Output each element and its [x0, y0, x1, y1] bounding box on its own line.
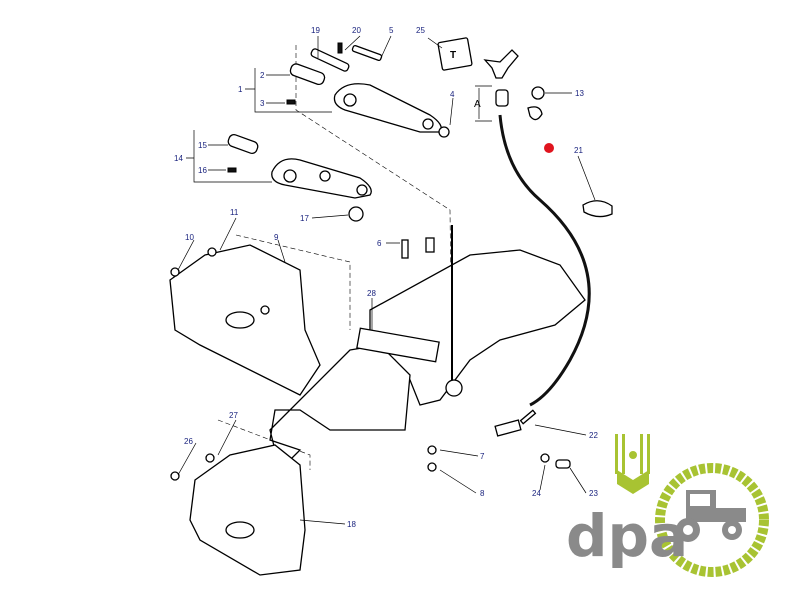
dpa-logo: dpa: [566, 434, 769, 577]
callout-18: 18: [347, 520, 356, 529]
callout-11: 11: [230, 208, 239, 217]
callout-22: 22: [589, 431, 598, 440]
callout-24: 24: [532, 489, 541, 498]
callout-23: 23: [589, 489, 598, 498]
tractor-icon: [676, 490, 746, 542]
callout-26: 26: [184, 437, 193, 446]
callout-25: 25: [416, 26, 425, 35]
callout-9: 9: [274, 233, 279, 242]
wheat-icon: [615, 434, 650, 494]
leader-lines: [177, 35, 596, 525]
small-hardware: [401, 239, 571, 472]
upper-lift-arm: [286, 42, 450, 138]
dimension-a: A: [474, 99, 481, 110]
logo-text: dpa: [566, 502, 688, 570]
callout-20: 20: [352, 26, 361, 35]
decal-symbol: T: [450, 50, 456, 61]
callout-16: 16: [198, 166, 207, 175]
callout-5: 5: [389, 26, 394, 35]
control-decal: T: [437, 37, 473, 71]
callout-2: 2: [260, 71, 265, 80]
callout-13: 13: [575, 89, 584, 98]
highlight-marker: [544, 143, 554, 153]
callout-17: 17: [300, 214, 309, 223]
callout-1: 1: [238, 85, 243, 94]
lower-lift-arm: [227, 133, 372, 222]
lower-bracket: [170, 444, 306, 576]
callout-19: 19: [311, 26, 320, 35]
callout-labels: 19 20 5 25 1 2 3 4 13 21 14 15 16 17 11 …: [174, 26, 598, 529]
callout-6: 6: [377, 239, 382, 248]
hitch-body: [269, 225, 586, 472]
upper-bracket: [169, 244, 321, 396]
callout-27: 27: [229, 411, 238, 420]
callout-21: 21: [574, 146, 583, 155]
callout-4: 4: [450, 90, 455, 99]
callout-14: 14: [174, 154, 183, 163]
callout-3: 3: [260, 99, 265, 108]
callout-10: 10: [185, 233, 194, 242]
callout-8: 8: [480, 489, 485, 498]
control-cable: [483, 49, 613, 437]
callout-28: 28: [367, 289, 376, 298]
callout-15: 15: [198, 141, 207, 150]
callout-7: 7: [480, 452, 485, 461]
